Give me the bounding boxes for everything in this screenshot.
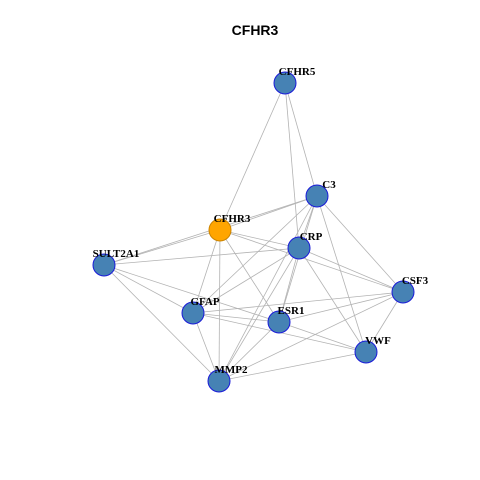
node-crp[interactable] [287,236,311,260]
node-label-vwf: VWF [365,335,391,347]
edge-c3-cfhr3 [219,195,318,231]
node-label-csf3: CSF3 [402,275,429,287]
node-sult2a1[interactable] [92,253,116,277]
edge-cfhr5-cfhr3 [219,82,286,231]
node-cfhr5[interactable] [273,71,297,95]
node-mmp2[interactable] [207,369,231,393]
edge-cfhr3-csf3 [219,229,404,293]
edge-vwf-mmp2 [218,351,367,382]
node-csf3[interactable] [391,280,415,304]
edge-esr1-vwf [278,321,367,353]
node-esr1[interactable] [267,310,291,334]
node-label-c3: C3 [322,179,336,191]
edge-sult2a1-esr1 [103,264,280,323]
edges-layer [103,82,404,382]
node-label-mmp2: MMP2 [215,364,248,376]
edge-cfhr3-esr1 [219,229,280,323]
edge-crp-csf3 [298,247,404,293]
diagram-title: CFHR3 [232,22,279,38]
edge-esr1-mmp2 [218,321,280,382]
node-vwf[interactable] [354,340,378,364]
node-label-gfap: GFAP [190,296,219,308]
edge-c3-gfap [192,195,318,314]
edge-csf3-vwf [365,291,404,353]
edge-gfap-esr1 [192,312,280,323]
node-gfap[interactable] [181,301,205,325]
node-label-cfhr5: CFHR5 [279,66,316,78]
edge-crp-sult2a1 [103,247,300,266]
edge-csf3-mmp2 [218,291,404,382]
node-label-cfhr3: CFHR3 [214,213,251,225]
edge-crp-vwf [298,247,367,353]
edge-cfhr3-crp [219,229,300,249]
edge-crp-gfap [192,247,300,314]
edge-c3-vwf [316,195,367,353]
node-c3[interactable] [305,184,329,208]
edge-cfhr5-crp [284,82,300,249]
edge-c3-mmp2 [218,195,318,382]
edge-sult2a1-mmp2 [103,264,220,382]
edge-crp-esr1 [278,247,300,323]
node-label-crp: CRP [300,231,323,243]
nodes-layer [92,71,415,393]
edge-gfap-mmp2 [192,312,220,382]
node-cfhr3[interactable] [208,218,232,242]
edge-cfhr3-gfap [192,229,221,314]
edge-c3-csf3 [316,195,404,293]
edge-cfhr5-c3 [284,82,318,197]
node-label-sult2a1: SULT2A1 [93,248,140,260]
edge-crp-mmp2 [218,247,300,382]
edge-csf3-gfap [192,291,404,314]
edge-sult2a1-gfap [103,264,194,314]
node-label-esr1: ESR1 [278,305,305,317]
edge-csf3-esr1 [278,291,404,323]
edge-cfhr3-sult2a1 [103,229,221,266]
